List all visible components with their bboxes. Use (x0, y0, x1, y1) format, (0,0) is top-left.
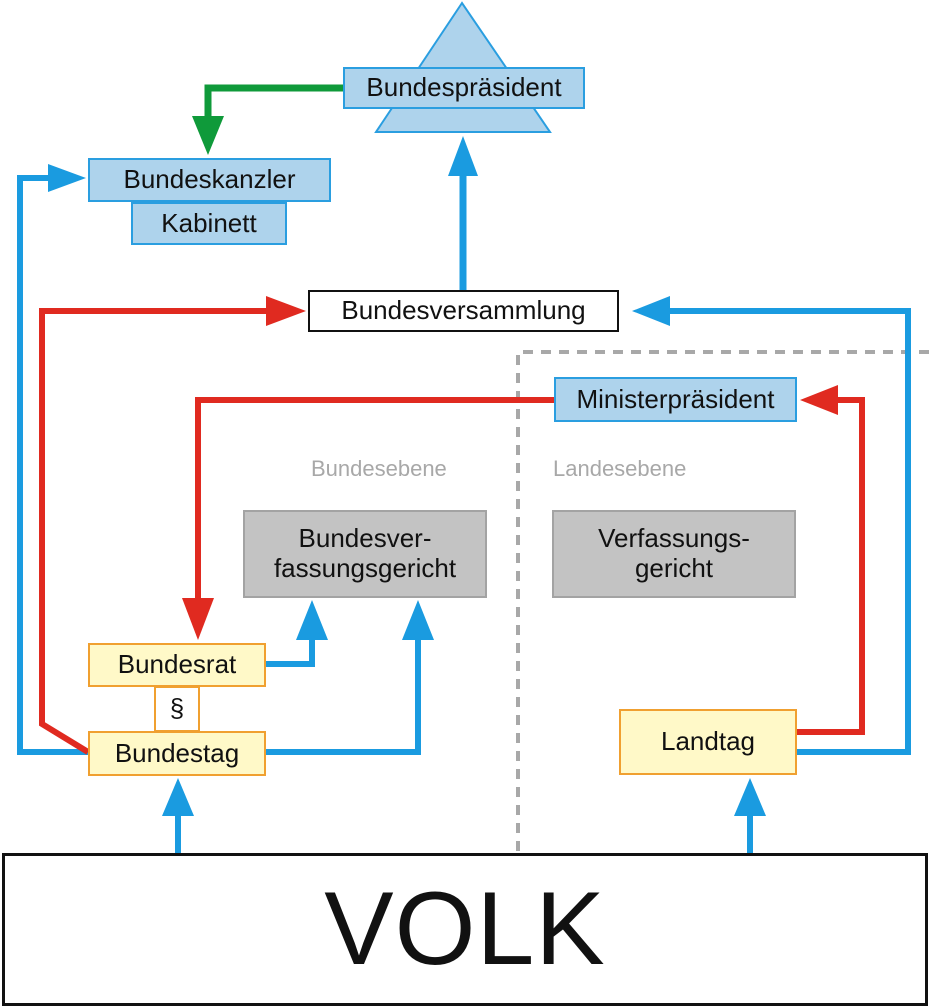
verfassungsgericht-label-line1: Verfassungs- (598, 523, 750, 554)
election-line-chancellor (17, 175, 88, 755)
bundespraesident-box: Bundespräsident (343, 67, 585, 109)
landtag-label: Landtag (661, 726, 755, 757)
bundeskanzler-label: Bundeskanzler (123, 164, 296, 195)
bundesverfassungsgericht-label-line1: Bundesver- (298, 523, 432, 554)
volk-label: VOLK (324, 871, 606, 987)
verfassungsgericht-box: Verfassungs- gericht (552, 510, 796, 598)
election-line-landtag-assembly (668, 308, 911, 755)
paragraph-box: § (154, 686, 200, 732)
bundespraesident-label: Bundespräsident (366, 72, 562, 103)
bundesrat-label: Bundesrat (117, 649, 237, 680)
kabinett-label: Kabinett (161, 207, 257, 238)
ministerpraesident-label: Ministerpräsident (576, 383, 775, 414)
election-arrowhead-president (448, 136, 478, 176)
bundesebene-label: Bundesebene (311, 456, 447, 481)
election-line-bundesrat-court (266, 638, 315, 667)
delegation-arrowhead-bundesrat (182, 598, 214, 640)
appointment-arrowhead (192, 116, 224, 155)
election-arrowhead-chancellor (48, 164, 86, 192)
election-arrowhead-volk-bundestag (162, 778, 194, 816)
bundeskanzler-box: Bundeskanzler (88, 158, 331, 202)
bundesverfassungsgericht-label-line2: fassungsgericht (273, 553, 457, 583)
election-arrowhead-bundestag-court (402, 600, 434, 640)
bundestag-box: Bundestag (88, 731, 266, 776)
paragraph-label: § (169, 693, 185, 724)
bundesrat-box: Bundesrat (88, 643, 266, 687)
delegation-arrowhead-assembly (266, 296, 306, 326)
kabinett-box: Kabinett (131, 202, 287, 245)
landtag-box: Landtag (619, 709, 797, 775)
level-divider (516, 350, 930, 851)
election-line-minister-president (797, 397, 865, 735)
delegation-line-bundesrat (195, 397, 555, 600)
election-arrowhead-bundesrat-court (296, 600, 328, 640)
bundestag-label: Bundestag (114, 737, 240, 768)
ministerpraesident-box: Ministerpräsident (554, 377, 797, 422)
election-arrowhead-landtag-assembly (632, 296, 670, 326)
election-line-bundestag-court (266, 638, 421, 755)
delegation-line-assembly (39, 308, 268, 755)
bundesversammlung-box: Bundesversammlung (308, 290, 619, 332)
election-arrowhead-volk-landtag (734, 778, 766, 816)
bundesversammlung-label: Bundesversammlung (341, 295, 586, 326)
appointment-line (204, 84, 343, 118)
landesebene-label: Landesebene (553, 456, 687, 481)
election-arrowhead-minister-president (800, 385, 838, 415)
volk-box: VOLK (2, 853, 928, 1006)
bundesverfassungsgericht-box: Bundesver- fassungsgericht (243, 510, 487, 598)
verfassungsgericht-label-line2: gericht (634, 553, 714, 583)
